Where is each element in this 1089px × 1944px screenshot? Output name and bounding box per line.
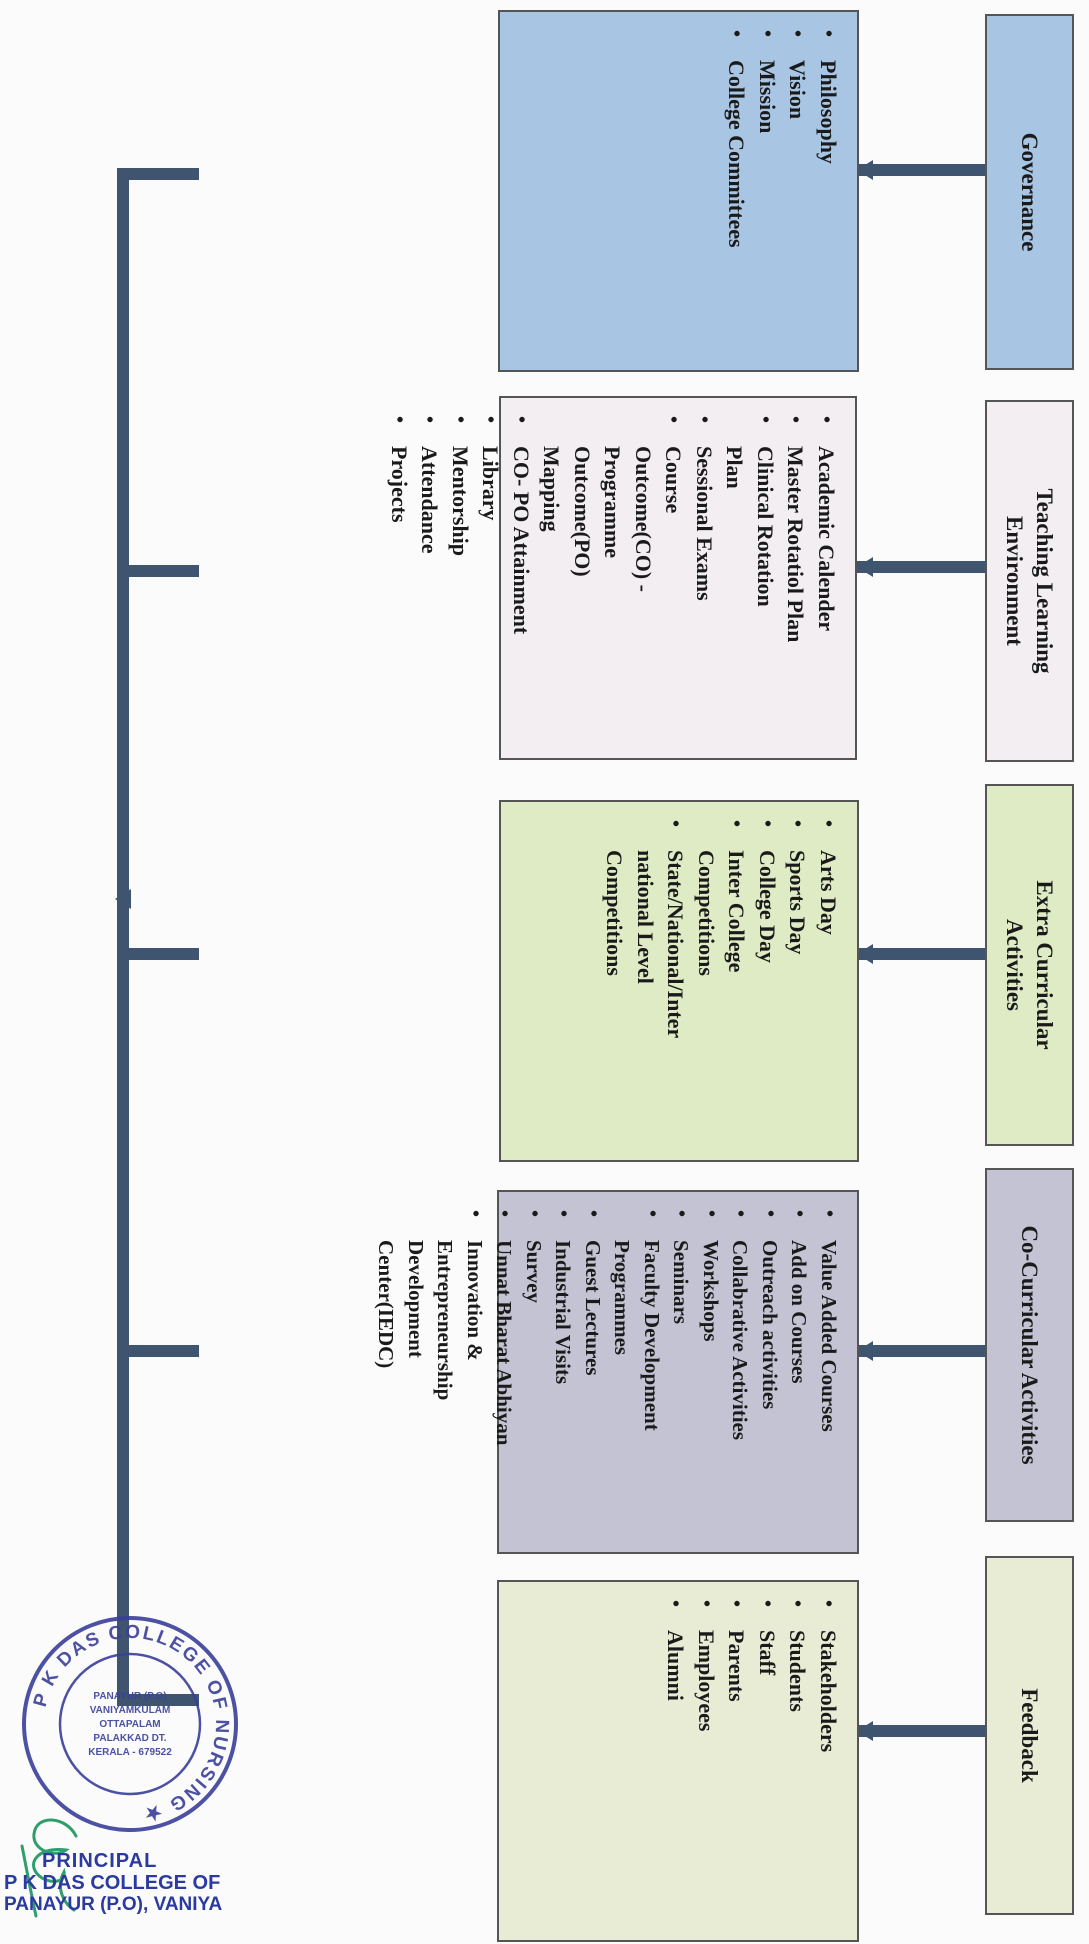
list-item: Inter College Competitions <box>691 814 752 1034</box>
content-governance: Philosophy Vision Mission College Commit… <box>498 10 859 372</box>
list-item: Add on Courses <box>784 1204 814 1454</box>
header-teaching: Teaching Learning Environment <box>985 400 1074 762</box>
list-item: Clinical Rotation Plan <box>719 410 780 650</box>
svg-text:KERALA - 679522: KERALA - 679522 <box>88 1747 172 1758</box>
list-item: Parents <box>721 1594 752 1928</box>
content-cocurricular: Value Added Courses Add on Courses Outre… <box>375 1190 859 1554</box>
header-governance-label: Governance <box>1017 132 1043 252</box>
list-item: CO- PO Attainment <box>506 410 537 650</box>
list-item: Outreach activities <box>755 1204 785 1454</box>
list-item: Collabrative Activities <box>725 1204 755 1454</box>
list-item: Mission <box>752 24 783 358</box>
down-arrow-icon-feedback <box>857 1721 873 1741</box>
down-arrow-shaft-governance <box>857 164 985 176</box>
down-arrow-icon-cocurricular <box>857 1341 873 1361</box>
list-item: Students <box>782 1594 813 1928</box>
principal-address: PANAYUR (P.O), VANIYA <box>4 1894 223 1915</box>
list-item: Arts Day <box>813 814 844 1034</box>
list-item: Attendance <box>414 410 445 650</box>
college-seal-icon: P K DAS COLLEGE OF NURSING ★ PANAYUR (P.… <box>22 1616 238 1832</box>
content-feedback: Stakeholders Students Staff Parents Empl… <box>497 1580 859 1942</box>
list-item: Unnat Bharat Abhiyan <box>489 1204 519 1454</box>
top-connector-line <box>117 168 129 1706</box>
list-item: Guest Lectures <box>578 1204 608 1454</box>
list-item: College Committees <box>721 24 752 358</box>
list-item: State/National/Inter national Level Comp… <box>599 814 691 1038</box>
signature-icon <box>20 1818 78 1918</box>
list-item: Master Rotatiol Plan <box>780 410 811 650</box>
list-item: Staff <box>752 1594 783 1928</box>
list-item: Course Outcome(CO) - Programme Outcome(P… <box>536 410 689 650</box>
down-arrow-shaft-cocurricular <box>857 1345 985 1357</box>
branch-line-cocurricular <box>117 1345 199 1357</box>
content-extra: Arts Day Sports Day College Day Inter Co… <box>499 800 859 1162</box>
header-teaching-label: Teaching Learning Environment <box>1002 488 1058 674</box>
header-extra-label: Extra Curricular Activities <box>1002 880 1058 1050</box>
header-feedback-label: Feedback <box>1017 1688 1043 1783</box>
list-item: Survey <box>519 1204 549 1454</box>
header-cocurricular-label: Co-Curricular Activities <box>1017 1225 1043 1465</box>
down-arrow-shaft-teaching <box>857 561 985 573</box>
list-item: Academic Calender <box>811 410 842 650</box>
list-cocurricular: Value Added Courses Add on Courses Outre… <box>371 1204 843 1454</box>
header-governance: Governance <box>985 14 1074 370</box>
list-feedback: Stakeholders Students Staff Parents Empl… <box>660 1594 843 1928</box>
list-item: Alumni <box>660 1594 691 1928</box>
principal-signature-block: PRINCIPAL P K DAS COLLEGE OF PANAYUR (P.… <box>4 1850 223 1916</box>
content-teaching: Academic Calender Master Rotatiol Plan C… <box>387 396 857 760</box>
list-item: Sports Day <box>782 814 813 1034</box>
svg-text:OTTAPALAM: OTTAPALAM <box>99 1719 160 1730</box>
branch-line-governance <box>117 168 199 180</box>
down-arrow-icon-teaching <box>857 557 873 577</box>
down-arrow-shaft-extra <box>857 948 985 960</box>
down-arrow-icon-extra <box>857 944 873 964</box>
list-item: Workshops <box>696 1204 726 1454</box>
svg-text:PANAYUR (P.O): PANAYUR (P.O) <box>93 1691 166 1702</box>
list-item: Stakeholders <box>813 1594 844 1928</box>
list-item: Value Added Courses <box>814 1204 844 1454</box>
list-item: Employees <box>691 1594 722 1928</box>
down-arrow-icon-governance <box>857 160 873 180</box>
list-item: Philosophy <box>813 24 844 358</box>
list-item: Seminars <box>666 1204 696 1454</box>
list-item: Industrial Visits <box>548 1204 578 1454</box>
list-item: Faculty Development Programmes <box>607 1204 666 1454</box>
header-cocurricular: Co-Curricular Activities <box>985 1168 1074 1522</box>
principal-college: P K DAS COLLEGE OF <box>4 1872 221 1894</box>
list-item: Vision <box>782 24 813 358</box>
branch-line-teaching <box>117 565 199 577</box>
principal-title: PRINCIPAL <box>42 1850 158 1872</box>
list-item: Mentorship <box>445 410 476 650</box>
list-item: Projects <box>384 410 415 650</box>
top-arrow-icon <box>115 889 131 909</box>
list-governance: Philosophy Vision Mission College Commit… <box>721 24 843 358</box>
list-extra: Arts Day Sports Day College Day Inter Co… <box>599 814 844 1038</box>
svg-text:PALAKKAD DT.: PALAKKAD DT. <box>93 1733 166 1744</box>
list-item: Library <box>475 410 506 650</box>
header-extra: Extra Curricular Activities <box>985 784 1074 1146</box>
list-item: Sessional Exams <box>689 410 720 650</box>
list-item: Innovation & Entrepreneurship Developmen… <box>371 1204 489 1454</box>
branch-line-extra <box>117 948 199 960</box>
header-feedback: Feedback <box>985 1556 1074 1915</box>
svg-text:VANIYAMKULAM: VANIYAMKULAM <box>90 1705 171 1716</box>
list-teaching: Academic Calender Master Rotatiol Plan C… <box>384 410 842 650</box>
down-arrow-shaft-feedback <box>857 1725 985 1737</box>
list-item: College Day <box>752 814 783 1034</box>
